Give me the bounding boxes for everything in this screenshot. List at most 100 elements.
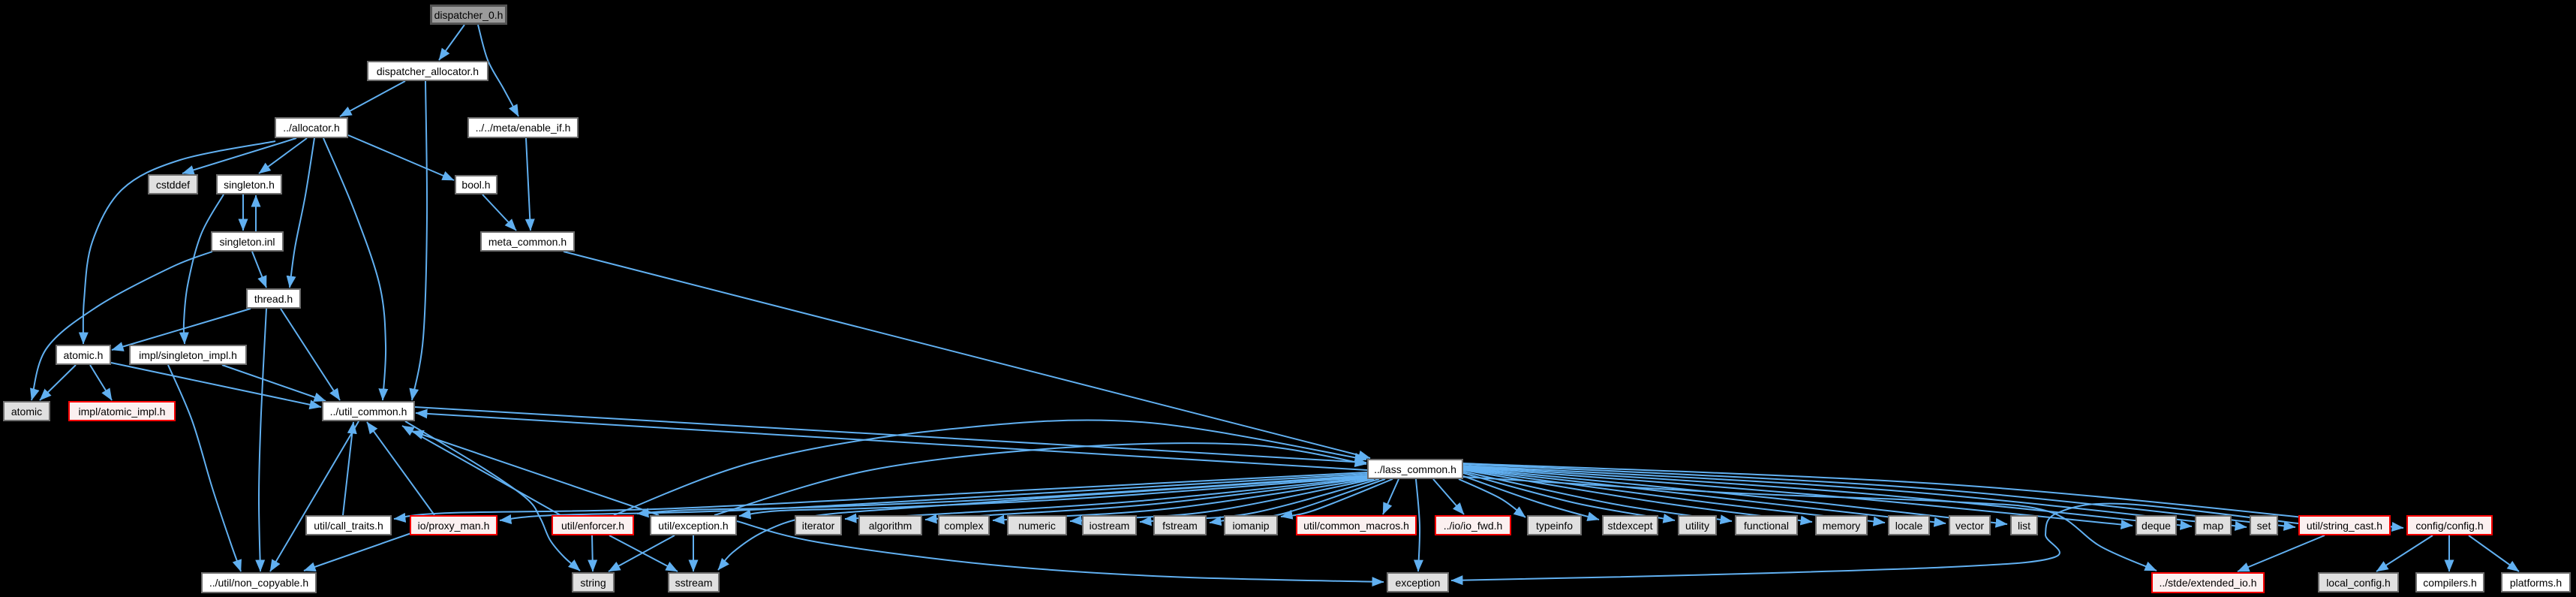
edge-thread_h-atomic_h [111,308,251,351]
graph-node-call_traits[interactable]: util/call_traits.h [305,515,392,535]
edge-lass_common-list [1462,467,2008,528]
graph-node-cstddef[interactable]: cstddef [148,174,198,194]
edge-allocator-bool_h [347,134,455,181]
graph-node-dispatcher_allocator[interactable]: dispatcher_allocator.h [367,61,488,81]
graph-node-atomic_impl[interactable]: impl/atomic_impl.h [68,401,176,421]
graph-node-singleton_h[interactable]: singleton.h [216,174,282,194]
graph-node-utility[interactable]: utility [1678,515,1717,535]
edge-lass_common-io_fwd [1432,478,1465,515]
graph-node-local_config[interactable]: local_config.h [2318,572,2399,592]
graph-node-io_fwd[interactable]: ../io/io_fwd.h [1435,515,1511,535]
graph-node-atomic[interactable]: atomic [3,401,50,421]
edge-lass_common-exception [1413,478,1423,572]
graph-node-singleton_impl[interactable]: impl/singleton_impl.h [129,345,247,365]
graph-node-enable_if[interactable]: ../../meta/enable_if.h [467,117,579,138]
graph-node-platforms[interactable]: platforms.h [2501,572,2571,592]
edge-dispatcher_allocator-util_common [409,80,428,401]
edge-lass_common-stdexcept [1462,475,1600,522]
edge-string_cast-extended_io [2237,535,2325,572]
edge-lass_common-call_traits [393,472,1368,523]
edge-enable_if-meta_common [525,137,535,231]
edge-allocator-atomic_h [78,140,276,345]
graph-node-util_common[interactable]: ../util_common.h [322,401,415,421]
graph-node-common_macros[interactable]: util/common_macros.h [1296,515,1417,535]
edge-dispatcher_allocator-allocator [339,80,406,117]
edge-singleton_h-singleton_impl [179,194,224,345]
edge-enforcer-sstream [609,535,678,572]
graph-node-sstream[interactable]: sstream [668,572,720,592]
edge-atomic_h-util_common [110,362,322,410]
graph-node-iomanip[interactable]: iomanip [1224,515,1278,535]
graph-node-algorithm[interactable]: algorithm [858,515,922,535]
graph-node-memory[interactable]: memory [1815,515,1868,535]
edge-lass_common-util_common [415,409,1368,471]
graph-node-exception[interactable]: exception [1387,572,1449,592]
graph-node-fstream[interactable]: fstream [1153,515,1207,535]
graph-node-functional[interactable]: functional [1735,515,1798,535]
graph-node-proxy_man[interactable]: io/proxy_man.h [410,515,497,535]
edge-exception_h-lass_common [714,442,1367,516]
graph-node-vector[interactable]: vector [1949,515,1991,535]
graph-node-complex[interactable]: complex [938,515,990,535]
edge-bool_h-meta_common [482,194,517,231]
edge-proxy_man-non_copyable [303,532,412,572]
graph-node-allocator[interactable]: ../allocator.h [275,117,348,138]
edge-enforcer-lass_common [613,419,1367,516]
edge-dispatcher_0-enable_if [477,24,519,117]
edge-atomic_h-atomic_impl [89,364,113,401]
graph-node-iostream[interactable]: iostream [1082,515,1137,535]
edge-config-local_config [2376,535,2433,572]
graph-node-dispatcher_0[interactable]: dispatcher_0.h [430,5,507,25]
graph-node-atomic_h[interactable]: atomic.h [56,345,111,365]
graph-node-string[interactable]: string [572,572,615,592]
graph-node-non_copyable[interactable]: ../util/non_copyable.h [201,572,317,593]
edge-singleton_impl-util_common [221,364,326,403]
graph-node-lass_common[interactable]: ../lass_common.h [1367,459,1463,479]
graph-node-map[interactable]: map [2195,515,2232,535]
edge-util_common-non_copyable [269,421,359,572]
edge-exception_h-util_common [411,430,660,516]
edge-dispatcher_0-dispatcher_allocator [438,24,465,61]
edge-string_cast-exception [1450,502,2299,586]
edge-call_traits-util_common [342,421,357,516]
edge-lass_common-common_macros [1382,478,1399,515]
edge-config-platforms [2468,535,2520,572]
graph-node-exception_h[interactable]: util/exception.h [650,515,737,535]
edge-enforcer-string [588,535,598,572]
edge-lass_common-typeinfo [1458,478,1526,518]
edge-exception_h-string [608,535,675,572]
edge-thread_h-non_copyable [255,308,267,572]
graph-node-config[interactable]: config/config.h [2406,515,2493,535]
edge-meta_common-lass_common [563,251,1371,460]
edge-enforcer-util_common [401,425,561,516]
graph-node-bool_h[interactable]: bool.h [455,175,497,194]
graph-node-thread_h[interactable]: thread.h [246,288,301,309]
graph-node-meta_common[interactable]: meta_common.h [480,231,575,252]
graph-node-iterator[interactable]: iterator [795,515,842,535]
graph-node-singleton_inl[interactable]: singleton.inl [211,231,284,252]
graph-node-deque[interactable]: deque [2136,515,2177,535]
graph-node-enforcer[interactable]: util/enforcer.h [552,515,634,535]
edge-lass_common-proxy_man [499,473,1368,524]
edge-allocator-util_common [323,137,389,401]
graph-node-set[interactable]: set [2250,515,2278,535]
edge-allocator-cstddef [182,137,297,175]
graph-node-string_cast[interactable]: util/string_cast.h [2298,515,2391,535]
edge-proxy_man-util_common [366,421,435,516]
edge-lass_common-iomanip [1280,478,1393,520]
edge-atomic_h-atomic [39,364,77,401]
graph-node-stdexcept[interactable]: stdexcept [1602,515,1658,535]
graph-node-extended_io[interactable]: ../stde/extended_io.h [2151,572,2265,593]
edge-lass_common-extended_io [1462,476,2157,571]
graph-node-numeric[interactable]: numeric [1007,515,1067,535]
graph-node-typeinfo[interactable]: typeinfo [1527,515,1582,535]
graph-node-locale[interactable]: locale [1888,515,1930,535]
edge-lass_common-deque [1462,466,2133,529]
edge-lass_common-sstream [717,475,1369,571]
edge-allocator-thread_h [286,137,315,288]
graph-node-compilers[interactable]: compilers.h [2415,572,2484,592]
graph-node-list[interactable]: list [2010,515,2038,535]
edge-thread_h-util_common [280,308,341,401]
